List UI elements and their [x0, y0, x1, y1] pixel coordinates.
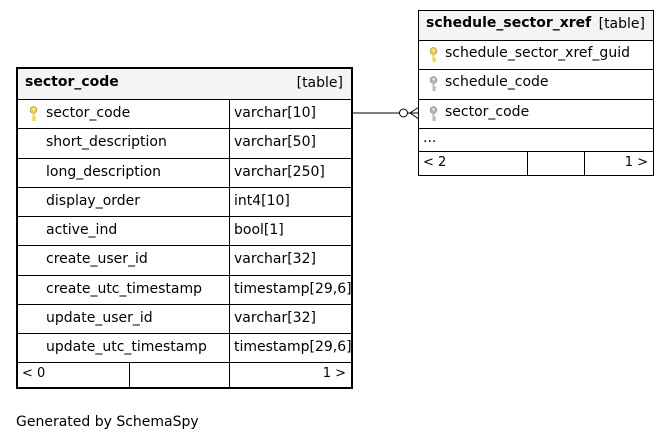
column-type: timestamp[29,6]: [234, 280, 352, 297]
generator-caption: Generated by SchemaSpy: [16, 414, 199, 430]
column-row[interactable]: create_user_id varchar[32]: [18, 245, 351, 275]
column-name: active_ind: [46, 222, 118, 238]
column-row[interactable]: sector_code: [419, 98, 653, 128]
table-kind: [table]: [598, 16, 645, 32]
column-name: create_utc_timestamp: [46, 280, 203, 297]
column-row[interactable]: sector_code varchar[10]: [18, 99, 351, 129]
column-row[interactable]: short_description varchar[50]: [18, 128, 351, 158]
footer-right: 1 >: [322, 366, 346, 381]
column-row[interactable]: update_user_id varchar[32]: [18, 303, 351, 333]
column-type: timestamp[29,6]: [234, 339, 352, 355]
column-type: varchar[32]: [234, 251, 316, 268]
column-name: long_description: [46, 163, 162, 180]
table-name: sector_code: [25, 74, 119, 90]
column-name: create_user_id: [46, 251, 148, 268]
column-row[interactable]: long_description varchar[250]: [18, 157, 351, 187]
more-columns-row: ...: [419, 127, 653, 151]
column-type: int4[10]: [234, 192, 290, 209]
column-name: short_description: [46, 134, 167, 151]
column-name: update_utc_timestamp: [46, 339, 207, 355]
table-schedule-sector-xref[interactable]: schedule_sector_xref [table] schedule_se…: [418, 10, 654, 176]
column-type: varchar[50]: [234, 134, 316, 151]
primary-key-icon: [429, 47, 438, 63]
foreign-key-icon: [429, 105, 438, 122]
table-footer: < 2 1 >: [419, 151, 653, 176]
footer-left: < 2: [423, 155, 447, 170]
column-row[interactable]: schedule_sector_xref_guid: [419, 40, 653, 69]
column-row[interactable]: update_utc_timestamp timestamp[29,6]: [18, 333, 352, 363]
footer-right: 1 >: [624, 155, 648, 170]
column-row[interactable]: create_utc_timestamp timestamp[29,6]: [18, 274, 352, 304]
column-type: varchar[32]: [234, 309, 316, 326]
table-sector-code[interactable]: sector_code [table] sector_code varchar[1…: [16, 67, 353, 389]
column-row[interactable]: display_order int4[10]: [18, 186, 351, 216]
table-header: schedule_sector_xref [table]: [419, 11, 653, 41]
column-type: bool[1]: [234, 222, 284, 238]
more-columns-ellipsis: ...: [423, 129, 437, 146]
table-kind: [table]: [296, 75, 343, 91]
column-name: schedule_code: [445, 74, 549, 91]
table-footer: < 0 1 >: [18, 362, 351, 388]
table-header: sector_code [table]: [18, 69, 351, 100]
column-name: update_user_id: [46, 309, 153, 326]
footer-left: < 0: [22, 366, 46, 381]
table-name: schedule_sector_xref: [426, 15, 592, 31]
column-name: schedule_sector_xref_guid: [445, 45, 630, 61]
column-type: varchar[10]: [234, 105, 316, 121]
column-row[interactable]: active_ind bool[1]: [18, 216, 351, 246]
column-name: sector_code: [46, 105, 131, 121]
column-type: varchar[250]: [234, 163, 325, 180]
foreign-key-icon: [429, 76, 438, 92]
column-row[interactable]: schedule_code: [419, 69, 653, 98]
column-name: sector_code: [445, 103, 530, 120]
primary-key-icon: [29, 106, 38, 122]
column-name: display_order: [46, 192, 141, 209]
